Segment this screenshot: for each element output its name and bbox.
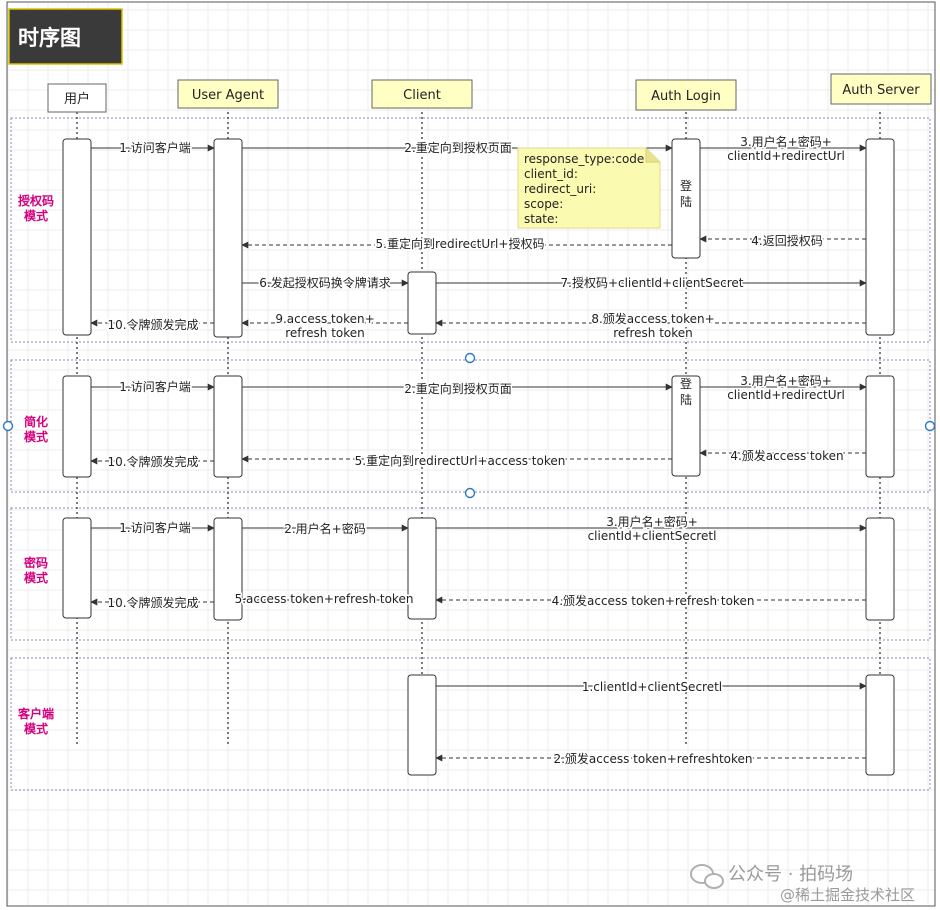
message-label: 6.发起授权码换令牌请求 — [259, 275, 390, 290]
message-label: clientId+redirectUrl — [727, 149, 845, 163]
title-background — [8, 8, 123, 65]
message-label: 8.颁发access token+ — [591, 311, 714, 326]
login-box-label: 登 — [680, 376, 692, 391]
note-line: state: — [524, 212, 558, 226]
participant-box — [177, 79, 279, 109]
participant-server: Auth Server — [830, 73, 932, 105]
activation-box — [62, 138, 92, 336]
activation-box — [671, 375, 701, 477]
resize-handle-icon — [2, 420, 14, 432]
watermark-account: 公众号 · 拍码场 — [728, 864, 853, 885]
message-label: clientId+redirectUrl — [727, 388, 845, 402]
page-frame — [6, 1, 936, 907]
message-label: 2.用户名+密码 — [284, 521, 366, 536]
message-label: 3.用户名+密码+ — [740, 373, 832, 388]
message-label: 1.clientId+clientSecretl — [582, 680, 722, 694]
login-box-label: 登 — [680, 178, 692, 193]
message-label: 3.用户名+密码+ — [740, 134, 832, 149]
message-label: 1.访问客户端 — [119, 140, 190, 155]
message-label: 7.授权码+clientId+clientSecret — [561, 275, 744, 290]
activation-box — [407, 674, 437, 776]
activation-box — [865, 138, 895, 336]
login-box-label: 陆 — [680, 194, 692, 209]
resize-handle-icon — [924, 420, 936, 432]
message-label: refresh token — [613, 326, 693, 340]
message-label: 10.令牌颁发完成 — [107, 595, 198, 610]
note-line: redirect_uri: — [524, 182, 596, 196]
message-label: refresh token — [285, 326, 365, 340]
participant-agent: User Agent — [177, 79, 279, 109]
message-label: 2.重定向到授权页面 — [404, 140, 511, 155]
section-label: 授权码 — [18, 193, 54, 208]
participant-login: Auth Login — [635, 79, 737, 111]
participant-label: 用户 — [64, 91, 90, 107]
message-label: 4.返回授权码 — [751, 233, 822, 248]
activation-box — [213, 138, 243, 338]
section-frame — [10, 507, 931, 641]
participant-label: Auth Login — [651, 89, 721, 104]
message-label: 5.重定向到redirectUrl+access token — [355, 453, 566, 468]
activation-box — [407, 517, 437, 620]
message-label: 9.access token+ — [275, 312, 374, 326]
message-label: 10.令牌颁发完成 — [107, 317, 198, 332]
note-line: scope: — [524, 197, 563, 211]
activation-box — [213, 517, 243, 621]
note-fold — [645, 148, 660, 163]
message-label: clientId+clientSecretl — [588, 529, 717, 543]
watermark-community: @稀土掘金技术社区 — [780, 886, 915, 904]
message-label: 3.用户名+密码+ — [606, 514, 698, 529]
participant-box — [47, 83, 107, 113]
participant-label: Client — [403, 88, 441, 103]
activation-box — [407, 271, 437, 335]
message-label: 2.重定向到授权页面 — [404, 381, 511, 396]
section-label: 模式 — [24, 208, 48, 223]
section-label: 模式 — [24, 721, 48, 736]
message-label: 10.令牌颁发完成 — [107, 454, 198, 469]
section-label: 密码 — [24, 555, 48, 570]
note-box — [517, 147, 661, 229]
message-label: 5.access token+refresh token — [235, 592, 414, 606]
resize-handle-icon — [464, 352, 476, 364]
section-label: 模式 — [24, 429, 48, 444]
activation-box — [671, 138, 701, 259]
participant-label: User Agent — [192, 88, 264, 103]
activation-box — [865, 517, 895, 621]
title-text: 时序图 — [18, 26, 81, 50]
diagram-title: 时序图 — [8, 8, 123, 65]
message-label: 1.访问客户端 — [119, 520, 190, 535]
section-label: 模式 — [24, 570, 48, 585]
activation-box — [865, 375, 895, 478]
section-frame — [10, 117, 931, 343]
section-label: 简化 — [24, 414, 48, 429]
login-box-label: 陆 — [680, 392, 692, 407]
activation-box — [213, 375, 243, 478]
participant-client: Client — [371, 79, 473, 109]
participant-label: Auth Server — [842, 83, 920, 98]
message-label: 5.重定向到redirectUrl+授权码 — [376, 236, 545, 251]
participant-box — [371, 79, 473, 109]
section-label: 客户端 — [17, 706, 54, 721]
message-label: 4.颁发access token — [730, 448, 843, 463]
participant-user: 用户 — [47, 83, 107, 113]
message-label: 4.颁发access token+refresh token — [552, 593, 755, 608]
activation-box — [865, 674, 895, 776]
wechat-icon — [690, 864, 724, 889]
resize-handle-icon — [464, 487, 476, 499]
participant-box — [830, 73, 932, 105]
message-label: 1.访问客户端 — [119, 379, 190, 394]
participant-box — [635, 79, 737, 111]
section-frame — [10, 657, 931, 791]
note-line: response_type:code — [524, 152, 644, 166]
activation-box — [62, 375, 92, 478]
watermark: 公众号 · 拍码场 @稀土掘金技术社区 — [690, 864, 915, 904]
activation-box — [62, 517, 92, 619]
note-line: client_id: — [524, 167, 578, 181]
message-label: 2.颁发access token+refreshtoken — [553, 751, 752, 766]
